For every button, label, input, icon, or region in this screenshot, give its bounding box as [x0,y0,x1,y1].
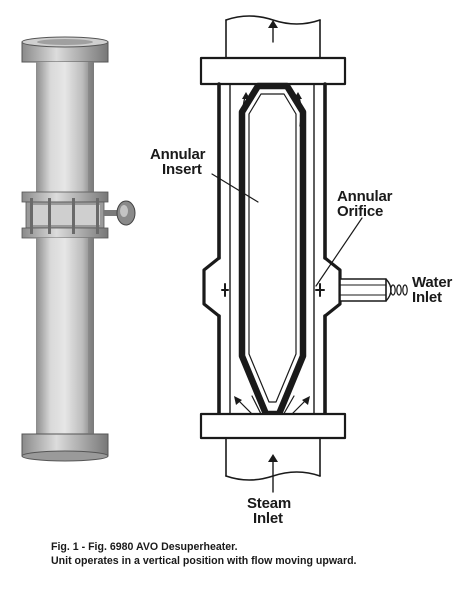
bottom-flange [199,412,347,440]
flow-arrows-upper [242,92,302,127]
housing-walls [217,82,327,416]
desuperheater-photo [21,36,136,462]
top-flange [199,56,347,86]
label-water-inlet-line2: Inlet [412,289,442,306]
steam-inlet-pipe [225,437,321,493]
label-annular-orifice-line1: Annular [337,188,393,205]
label-annular-insert-line1: Annular [150,146,206,163]
label-water-inlet-line1: Water [412,274,453,291]
label-steam-inlet-line1: Steam [247,495,292,512]
label-annular-orifice-line2: Orifice [337,203,384,220]
label-annular-insert-line2: Insert [162,161,202,178]
leader-annular-orifice [315,217,363,287]
water-inlet-nozzle [339,278,408,302]
leader-annular-insert [211,173,259,203]
housing-bulge-right [323,256,342,318]
housing-bulge-left [202,256,221,318]
label-steam-inlet-line2: Inlet [253,510,283,527]
figure-caption-line1: Fig. 1 - Fig. 6980 AVO Desuperheater. [51,541,238,553]
annular-insert [238,82,307,418]
cross-section-diagram [199,15,408,493]
figure-caption-line2: Unit operates in a vertical position wit… [51,555,357,567]
outlet-pipe [225,15,321,59]
